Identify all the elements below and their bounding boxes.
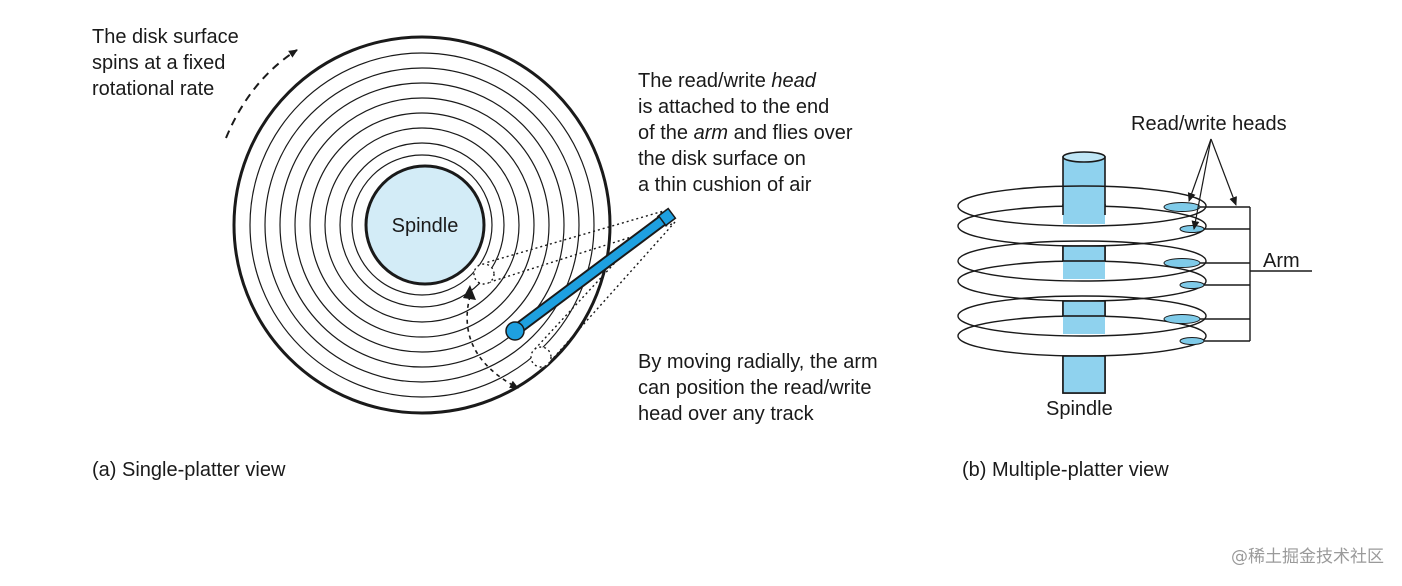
radial-arrow-head-up (463, 285, 476, 300)
spindle-through (1063, 314, 1105, 334)
head-note-text: and flies over (728, 122, 853, 144)
move-note-line-3: head over any track (638, 403, 815, 425)
read-write-heads (1163, 202, 1205, 345)
actuator-arm-fill (512, 213, 671, 334)
watermark: @稀土掘金技术社区 (1231, 547, 1384, 567)
track (351, 154, 493, 296)
arm-assembly (1200, 206, 1312, 342)
spin-note-line-3: rotational rate (92, 78, 214, 100)
rotation-arrow (225, 49, 298, 139)
platter-top (957, 185, 1207, 247)
spindle (364, 164, 486, 286)
callout-arrow (1191, 138, 1212, 230)
track (249, 52, 595, 398)
heads-label: Read/write heads (1131, 113, 1287, 135)
head-note-line-2: is attached to the end (638, 96, 829, 118)
head-position-upper (473, 263, 495, 285)
single-platter-panel: The disk surface spins at a fixed rotati… (92, 26, 883, 481)
read-write-head (505, 321, 525, 341)
spindle-segment (1062, 300, 1106, 317)
head-note-line-5: a thin cushion of air (638, 174, 812, 196)
platter-stack (957, 185, 1207, 394)
caption-b: (b) Multiple-platter view (962, 459, 1169, 481)
head-1-top (1163, 202, 1201, 212)
arm-outline-upper (486, 223, 673, 284)
spindle-through (1063, 259, 1105, 279)
head-2-bottom (1179, 281, 1205, 289)
multiple-platter-panel: Read/write heads Arm Spindle (b) Multipl… (957, 113, 1312, 481)
head-note-text: of the (638, 122, 694, 144)
arm-label: Arm (1263, 250, 1300, 272)
head-1-bottom (1179, 225, 1205, 233)
move-note-line-2: can position the read/write (638, 377, 871, 399)
head-2-top (1163, 258, 1201, 268)
caption-a: (a) Single-platter view (92, 459, 286, 481)
spin-note: The disk surface spins at a fixed rotati… (92, 26, 244, 100)
platter-top-surface (957, 185, 1207, 227)
head-note-text: The read/write (638, 70, 771, 92)
head-position-lower (530, 346, 552, 368)
head-note-line-3: of the arm and flies over (638, 122, 853, 144)
heads-callout (1187, 138, 1237, 230)
spindle-label: Spindle (392, 215, 459, 237)
spindle-through (1063, 204, 1105, 224)
head-note-line-1: The read/write head (638, 70, 817, 92)
track (264, 67, 580, 383)
track (294, 97, 550, 353)
callout-arrow (1187, 138, 1212, 202)
spin-note-line-2: spins at a fixed (92, 52, 225, 74)
head-3-bottom (1179, 337, 1205, 345)
arm-pivot (657, 207, 677, 227)
move-note: By moving radially, the arm can position… (638, 351, 883, 425)
spin-note-line-1: The disk surface (92, 26, 239, 48)
radial-movement-arrow (466, 295, 519, 389)
platter-top-surface (957, 295, 1207, 337)
spindle-segment (1062, 245, 1106, 262)
callout-arrow (1210, 138, 1237, 206)
spindle-top (1062, 151, 1106, 163)
arm-outline-upper (484, 209, 668, 264)
head-note-line-4: the disk surface on (638, 148, 806, 170)
move-note-line-1: By moving radially, the arm (638, 351, 878, 373)
head-3-top (1163, 314, 1201, 324)
track (324, 127, 520, 323)
head-note-emphasis: arm (694, 122, 728, 144)
platter-bottom (957, 295, 1207, 357)
platter-top-surface (957, 240, 1207, 282)
track (309, 112, 535, 338)
platter: Spindle (232, 35, 612, 415)
arm-outline-lower (547, 221, 676, 365)
track (279, 82, 565, 368)
head-note-emphasis: head (771, 70, 816, 92)
head-note: The read/write head is attached to the e… (638, 70, 858, 196)
track (339, 142, 505, 308)
spindle-label-b: Spindle (1046, 398, 1113, 420)
spindle-segment (1062, 355, 1106, 394)
